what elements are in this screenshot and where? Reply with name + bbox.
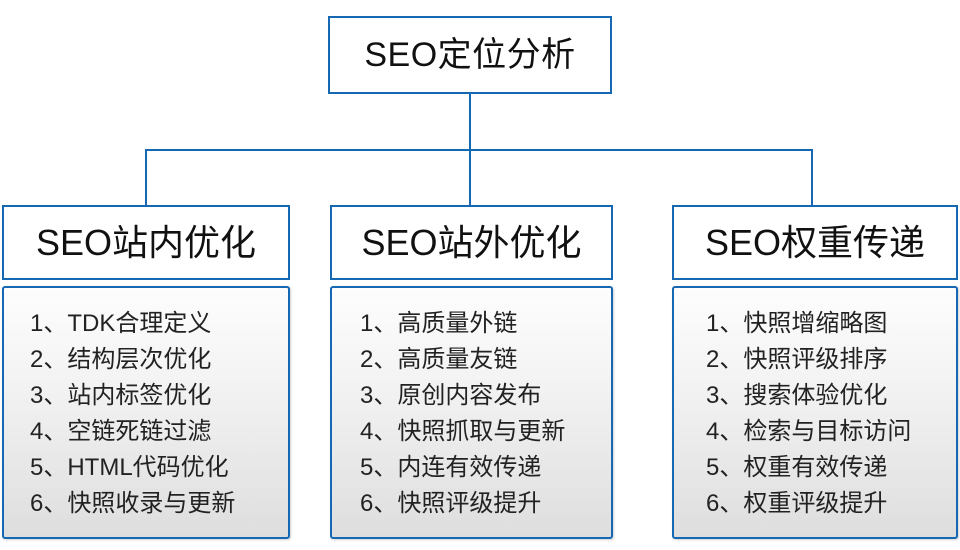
list-item: 3、搜索体验优化: [706, 382, 888, 409]
list-item: 5、HTML代码优化: [30, 454, 229, 481]
branch-item-list: 1、TDK合理定义 2、结构层次优化 3、站内标签优化 4、空链死链过滤 5、H…: [4, 306, 288, 522]
branch-header-on-site[interactable]: SEO站内优化: [2, 205, 290, 280]
list-item: 3、站内标签优化: [30, 382, 212, 409]
list-item: 2、快照评级排序: [706, 346, 888, 373]
list-item: 6、快照收录与更新: [30, 490, 236, 517]
branch-item-list: 1、快照增缩略图 2、快照评级排序 3、搜索体验优化 4、检索与目标访问 5、权…: [674, 306, 956, 522]
branch-column-off-site: SEO站外优化 1、高质量外链 2、高质量友链 3、原创内容发布 4、快照抓取与…: [330, 205, 613, 539]
list-item: 1、TDK合理定义: [30, 310, 212, 337]
list-item: 1、快照增缩略图: [706, 310, 888, 337]
list-item: 3、原创内容发布: [360, 382, 542, 409]
root-node[interactable]: SEO定位分析: [328, 16, 612, 94]
branch-header-label: SEO站内优化: [35, 221, 257, 263]
branch-list-on-site: 1、TDK合理定义 2、结构层次优化 3、站内标签优化 4、空链死链过滤 5、H…: [2, 286, 290, 539]
list-item: 6、权重评级提升: [706, 490, 888, 517]
list-item: 4、检索与目标访问: [706, 418, 912, 445]
branch-list-weight-transfer: 1、快照增缩略图 2、快照评级排序 3、搜索体验优化 4、检索与目标访问 5、权…: [672, 286, 958, 539]
list-item: 5、内连有效传递: [360, 454, 542, 481]
list-item: 2、结构层次优化: [30, 346, 212, 373]
branch-column-on-site: SEO站内优化 1、TDK合理定义 2、结构层次优化 3、站内标签优化 4、空链…: [2, 205, 290, 539]
branch-header-label: SEO权重传递: [704, 221, 926, 263]
branch-item-list: 1、高质量外链 2、高质量友链 3、原创内容发布 4、快照抓取与更新 5、内连有…: [332, 306, 611, 522]
branch-header-weight-transfer[interactable]: SEO权重传递: [672, 205, 958, 280]
list-item: 4、快照抓取与更新: [360, 418, 566, 445]
list-item: 1、高质量外链: [360, 310, 518, 337]
branch-header-label: SEO站外优化: [361, 221, 582, 263]
root-node-label: SEO定位分析: [364, 36, 576, 74]
list-item: 4、空链死链过滤: [30, 418, 212, 445]
branch-header-off-site[interactable]: SEO站外优化: [330, 205, 613, 280]
branch-list-off-site: 1、高质量外链 2、高质量友链 3、原创内容发布 4、快照抓取与更新 5、内连有…: [330, 286, 613, 539]
list-item: 6、快照评级提升: [360, 490, 542, 517]
branch-column-weight-transfer: SEO权重传递 1、快照增缩略图 2、快照评级排序 3、搜索体验优化 4、检索与…: [672, 205, 958, 539]
list-item: 5、权重有效传递: [706, 454, 888, 481]
list-item: 2、高质量友链: [360, 346, 518, 373]
